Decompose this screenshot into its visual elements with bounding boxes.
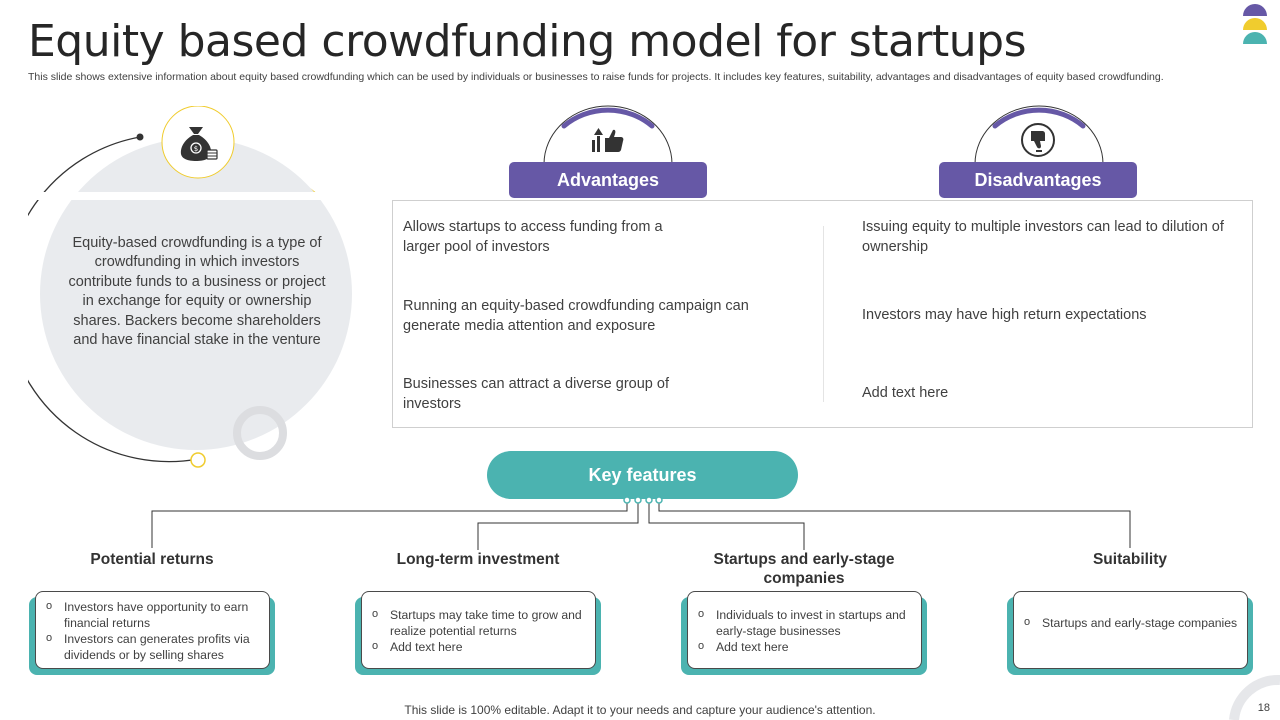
advantages-label: Advantages (509, 162, 707, 198)
feature-bullet: Startups and early-stage companies (1024, 614, 1239, 631)
corner-logo-icon (1243, 4, 1267, 44)
pros-cons-panel (392, 200, 1253, 428)
disadvantage-item: Add text here (862, 385, 949, 401)
corner-ring-decoration (1229, 674, 1280, 720)
feature-bullet: Add text here (698, 638, 913, 655)
definition-text: Equity-based crowdfunding is a type of c… (68, 235, 326, 349)
feature-title-long-term: Long-term investment (396, 551, 560, 568)
thumbs-down-icon (1021, 123, 1055, 157)
thumbs-up-icon (592, 128, 624, 152)
advantage-item: Running an equity-based crowdfunding cam… (403, 298, 749, 334)
feature-title-startups: Startups and early-stage companies (713, 551, 895, 587)
disadvantages-arc (974, 105, 1104, 164)
feature-card-startups: Individuals to invest in startups and ea… (687, 591, 922, 669)
panel-divider (823, 226, 824, 402)
feature-bullet: Individuals to invest in startups and ea… (698, 606, 913, 639)
slide-title: Equity based crowdfunding model for star… (28, 16, 1027, 67)
slide-subtitle: This slide shows extensive information a… (28, 71, 1164, 83)
money-bag-icon: $ (180, 127, 218, 161)
feature-card-suitability: Startups and early-stage companies (1013, 591, 1248, 669)
feature-bullet: Add text here (372, 638, 587, 655)
feature-card-potential-returns: Investors have opportunity to earn finan… (35, 591, 270, 669)
feature-card-long-term: Startups may take time to grow and reali… (361, 591, 596, 669)
disadvantage-item: Issuing equity to multiple investors can… (862, 219, 1224, 255)
slide-footer: This slide is 100% editable. Adapt it to… (404, 703, 876, 717)
feature-title-potential-returns: Potential returns (90, 551, 214, 568)
key-features-connectors (151, 496, 1131, 530)
advantages-arc (543, 105, 673, 164)
svg-text:$: $ (194, 145, 198, 153)
advantage-item: Allows startups to access funding from a… (403, 219, 663, 255)
disadvantages-label: Disadvantages (939, 162, 1137, 198)
feature-bullet: Investors can generates profits via divi… (46, 630, 261, 663)
key-features-connectors-lower (151, 528, 1131, 550)
feature-bullet: Investors have opportunity to earn finan… (46, 598, 261, 631)
advantage-item: Businesses can attract a diverse group o… (403, 376, 669, 412)
feature-bullet: Startups may take time to grow and reali… (372, 606, 587, 639)
disadvantage-item: Investors may have high return expectati… (862, 307, 1147, 323)
page-number: 18 (1257, 702, 1270, 714)
key-features-label: Key features (487, 451, 798, 499)
feature-title-suitability: Suitability (1092, 551, 1168, 568)
